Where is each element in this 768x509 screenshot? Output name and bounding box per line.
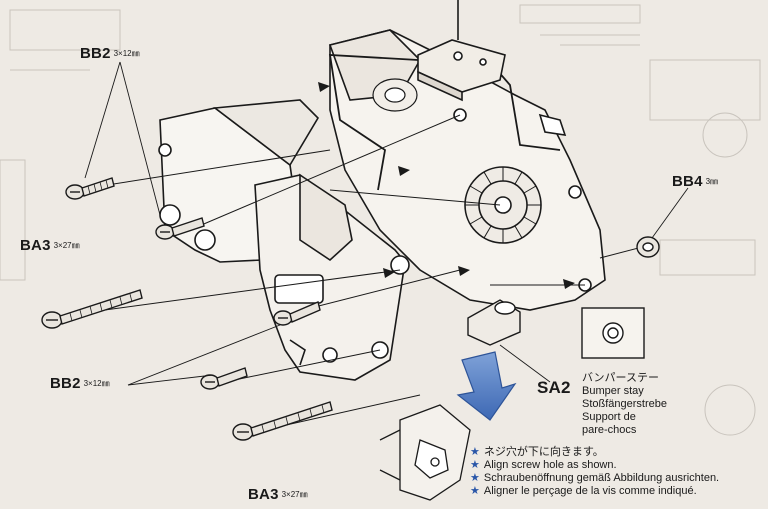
caption-german: Stoßfängerstrebe [582,398,667,410]
part-code: BA3 [248,486,279,503]
part-code: SA2 [537,378,571,397]
part-size: 3×27㎜ [53,241,80,250]
part-code: BB2 [80,45,111,62]
caption-french-1: Support de [582,411,636,423]
bumper-plate [417,0,506,102]
screw-bb2-top [65,177,115,200]
star-icon: ★ [470,472,480,484]
part-code: BB2 [50,375,81,392]
screw-ba3-left [41,289,143,329]
star-icon: ★ [470,485,480,497]
bumper-stay-caption: バンパーステー Bumper stay Stoßfängerstrebe Sup… [582,372,667,437]
part-size: 3×27㎜ [281,490,308,499]
screw-ba3-bottom [232,401,333,441]
insertion-arrows [318,82,575,289]
note-line: ★ネジ穴が下に向きます。 [470,446,604,458]
caption-english: Bumper stay [582,385,644,397]
part-code: BA3 [20,237,51,254]
nut-bb4 [636,236,660,258]
screw-bb2-bottom [200,367,248,390]
gearbox-frame [254,173,410,381]
part-code: BB4 [672,173,703,190]
part-size: 3×12㎜ [83,379,110,388]
orientation-arrow [456,351,517,421]
star-icon: ★ [470,459,480,471]
note-line: ★Align screw hole as shown. [470,459,617,471]
part-size: 3×12㎜ [113,49,140,58]
spacer-sa2 [467,299,521,346]
pinion-gear [372,78,418,112]
bumper-stay-detail [581,307,645,359]
screw-bb2-housing [155,217,205,240]
background-ghost-print [0,4,761,436]
alignment-notes: ★ネジ穴が下に向きます。 ★Align screw hole as shown.… [470,446,719,498]
caption-french-2: pare-chocs [582,424,637,436]
part-size: 3㎜ [705,177,719,186]
label-sa2: SA2 [537,378,571,398]
callout-leaders [84,61,689,386]
star-icon: ★ [470,446,480,458]
detail-inset [379,404,471,501]
note-line: ★Aligner le perçage de la vis comme indi… [470,485,697,497]
screw-bb2-middle [273,301,321,326]
caption-japanese: バンパーステー [582,372,659,384]
note-line: ★Schraubenöffnung gemäß Abbildung ausric… [470,472,720,484]
